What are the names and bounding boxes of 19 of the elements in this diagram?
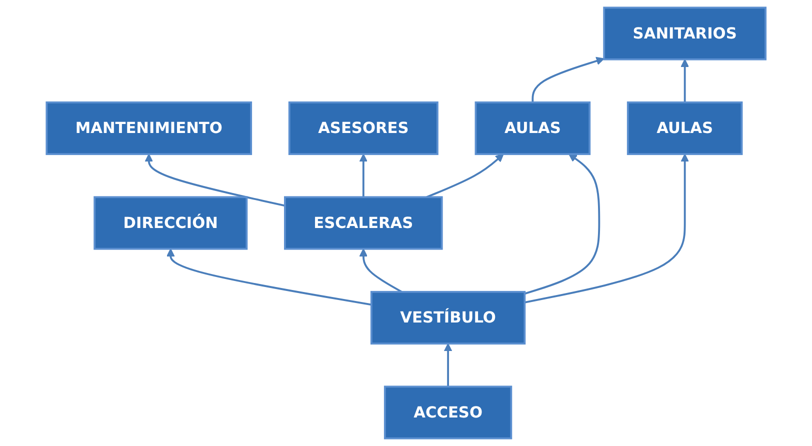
arrow — [524, 154, 689, 304]
arrow — [359, 154, 368, 198]
node-box: SANITARIOS — [603, 6, 766, 60]
arrow — [144, 154, 286, 207]
node-box: AULAS — [474, 101, 590, 156]
node-box: DIRECCIÓN — [94, 196, 248, 250]
node-box: ACCESO — [384, 386, 512, 440]
arrow — [444, 343, 452, 387]
node-box: ASESORES — [288, 101, 438, 156]
node-box: MANTENIMIENTO — [46, 101, 252, 156]
arrow — [426, 154, 504, 198]
arrow — [359, 248, 402, 293]
node-box: AULAS — [626, 101, 743, 156]
arrow — [166, 248, 372, 306]
arrow — [680, 58, 689, 102]
arrow — [532, 56, 604, 102]
node-box: VESTÍBULO — [370, 290, 526, 345]
arrow — [524, 154, 600, 295]
node-box: ESCALERAS — [284, 196, 443, 250]
